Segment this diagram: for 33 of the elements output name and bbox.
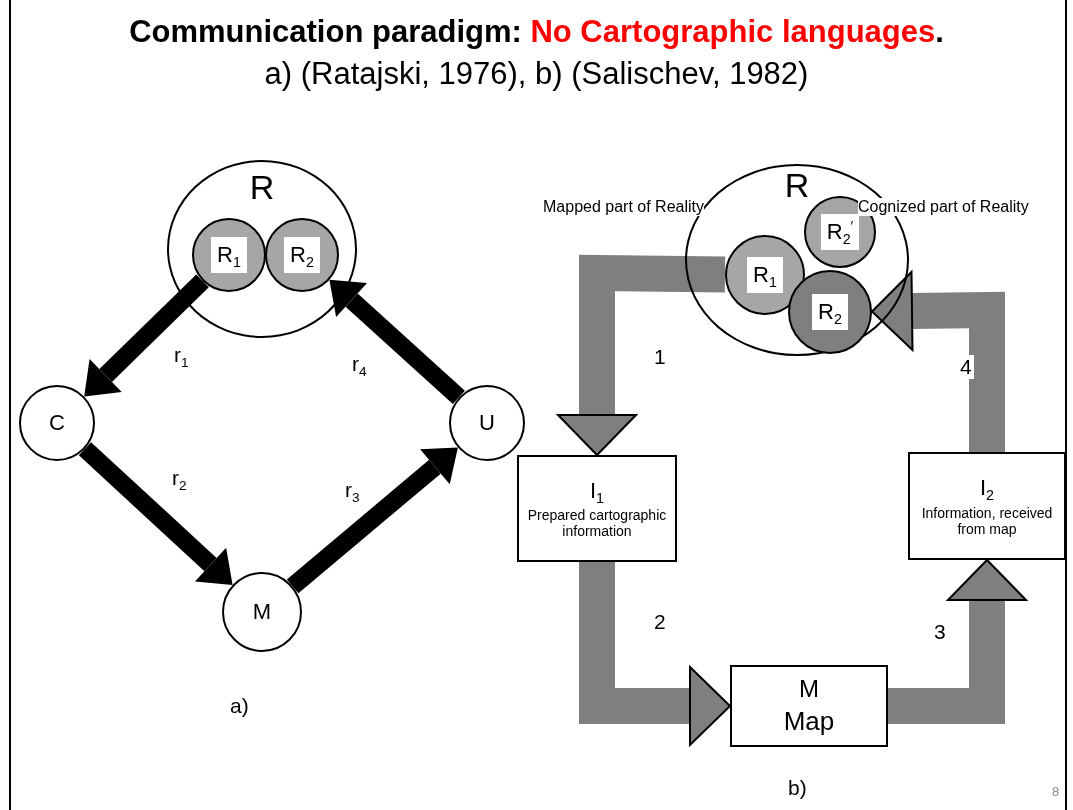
node-label: C bbox=[49, 410, 65, 436]
process-box bbox=[908, 452, 1066, 560]
block-arrow bbox=[557, 254, 726, 456]
process-box bbox=[517, 455, 677, 562]
node-label: R$_{1}$ bbox=[211, 237, 247, 273]
node-label: U bbox=[479, 410, 495, 436]
process-box bbox=[730, 665, 888, 747]
reality-ellipse bbox=[167, 160, 357, 338]
node-label: R$_{1}$ bbox=[747, 257, 783, 293]
node-label: R bbox=[784, 166, 810, 206]
panel-label: b) bbox=[788, 776, 807, 800]
arrow bbox=[286, 447, 458, 594]
panel-label: a) bbox=[230, 694, 249, 718]
node-label: R bbox=[249, 168, 275, 208]
node-label: I$_{2}$ bbox=[978, 475, 996, 501]
edge-label: 4 bbox=[958, 355, 974, 379]
annotation: Mapped part of Reality bbox=[543, 198, 704, 216]
arrow bbox=[78, 442, 233, 585]
arrow bbox=[84, 274, 209, 397]
node-description: Map bbox=[782, 706, 836, 737]
node-description: Information, received from map bbox=[920, 504, 1054, 537]
node-label: M bbox=[252, 599, 272, 625]
subtitle: a) (Ratajski, 1976), b) (Salischev, 1982) bbox=[263, 56, 810, 92]
annotation: Cognized part of Reality bbox=[858, 198, 1029, 216]
node-label: M bbox=[798, 675, 820, 703]
block-arrow bbox=[579, 562, 731, 746]
node-label: I$_{1}$ bbox=[588, 477, 606, 504]
title: Communication paradigm: No Cartographic languages. bbox=[128, 14, 945, 50]
node-label: R$_{2}$ bbox=[812, 294, 848, 330]
subset-circle bbox=[192, 218, 266, 292]
node-description: Prepared cartographic information bbox=[526, 507, 668, 540]
node-label: R$_{2}$ bbox=[284, 237, 320, 273]
page-number: 8 bbox=[1052, 784, 1060, 799]
